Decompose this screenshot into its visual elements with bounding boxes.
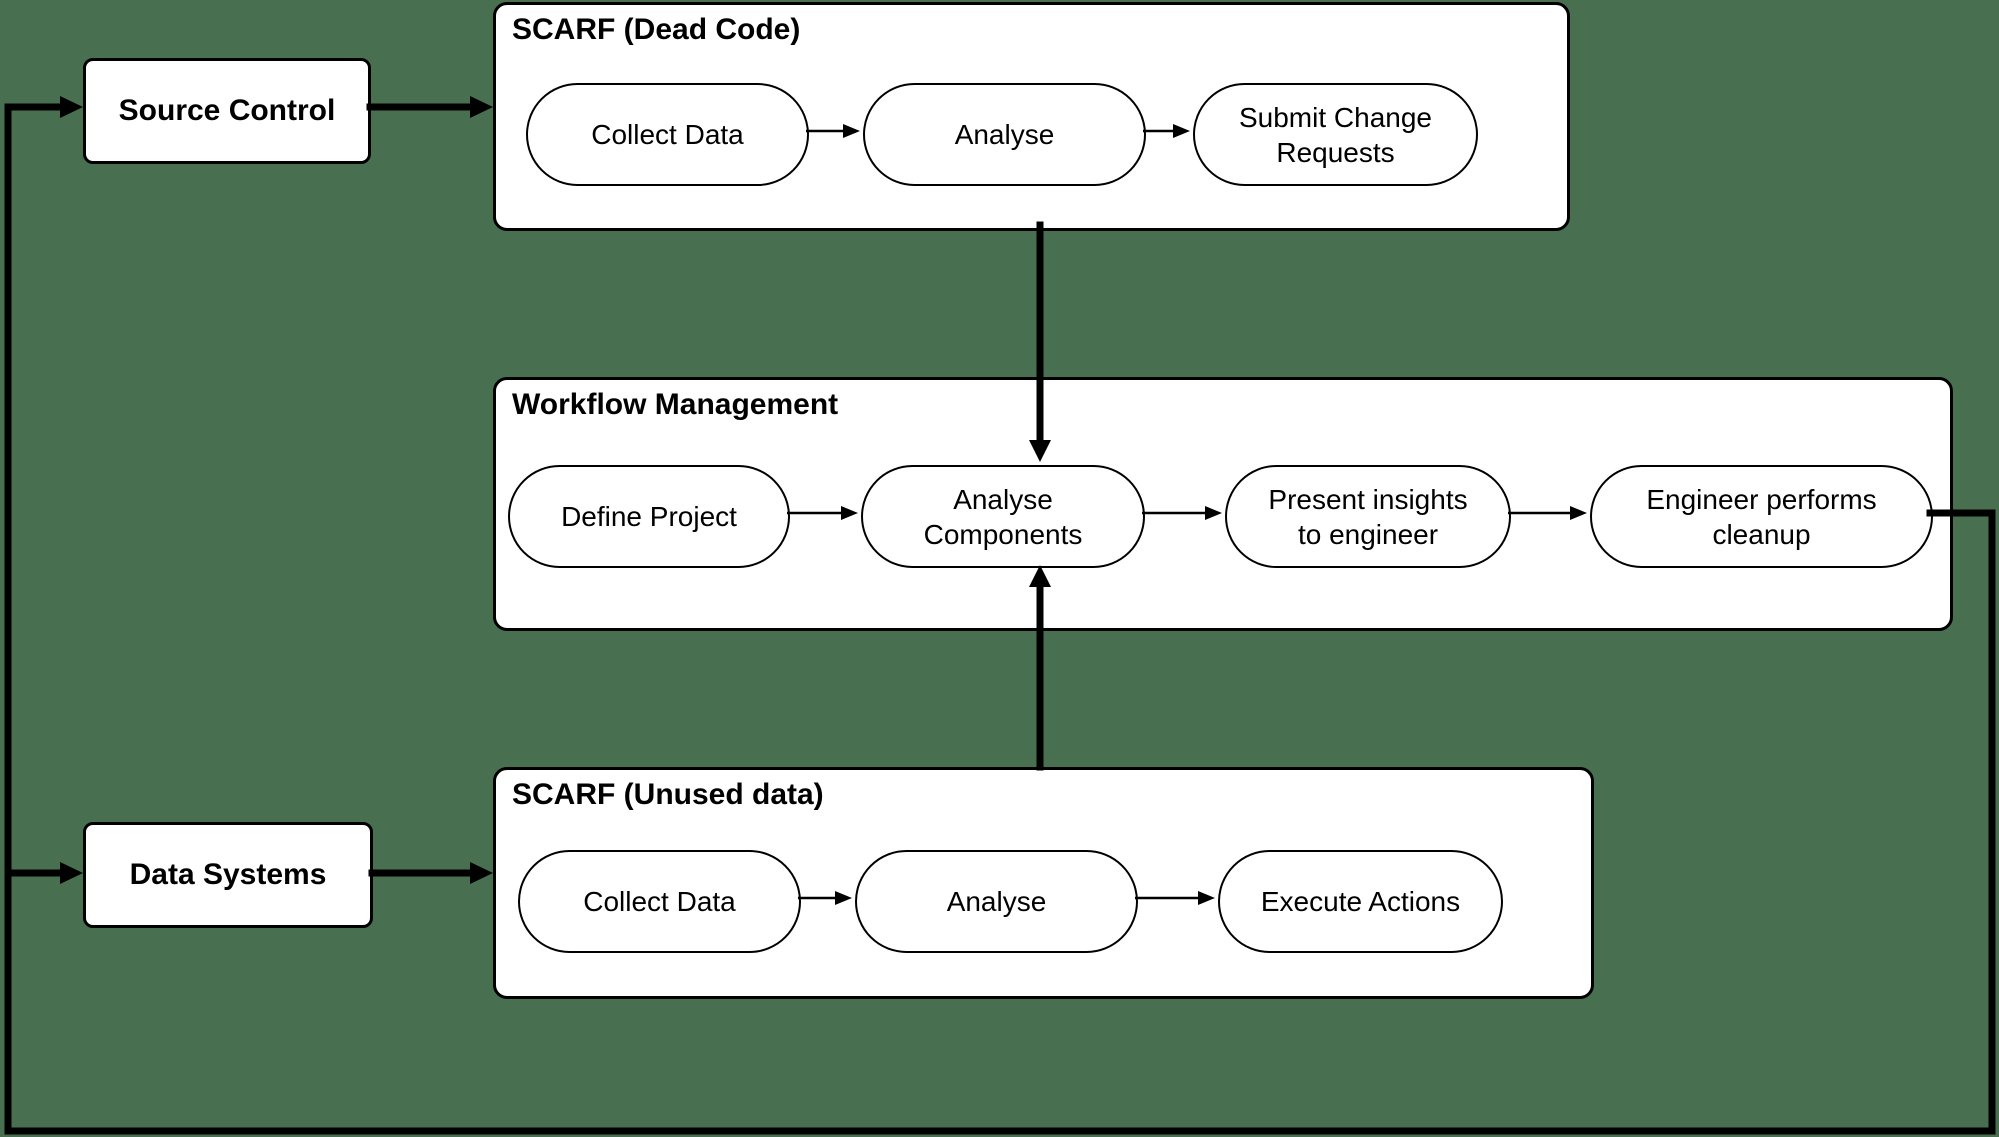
container-title: Workflow Management [512, 388, 839, 421]
arrowhead [470, 862, 493, 884]
node-label: Engineer performs cleanup [1646, 483, 1877, 550]
node-engineer-performs-cleanup: Engineer performs cleanup [1590, 465, 1933, 568]
node-label: Analyse [954, 119, 1055, 150]
node-label: Present insights to engineer [1268, 483, 1468, 550]
node-execute-actions: Execute Actions [1218, 850, 1503, 953]
node-collect-data-1: Collect Data [526, 83, 809, 186]
node-label: Submit Change Requests [1238, 101, 1432, 168]
node-label: Collect Data [591, 119, 744, 150]
arrowhead [470, 96, 493, 118]
container-workflow-management: Workflow Management Define Project Analy… [493, 377, 1979, 657]
node-label: Execute Actions [1260, 886, 1461, 917]
arrowhead-into-data-systems [60, 862, 83, 884]
container-title: SCARF (Dead Code) [512, 13, 801, 46]
node-label: Analyse Components [923, 483, 1083, 550]
node-label: Data Systems [129, 858, 327, 891]
node-label: Analyse [946, 886, 1047, 917]
container-scarf-dead-code: SCARF (Dead Code) Collect Data Analyse S… [493, 2, 1596, 257]
node-define-project: Define Project [508, 465, 790, 568]
node-data-systems: Data Systems [83, 822, 391, 946]
node-label: Define Project [561, 501, 737, 532]
node-analyse-1: Analyse [863, 83, 1146, 186]
node-source-control: Source Control [83, 58, 389, 182]
node-collect-data-2: Collect Data [518, 850, 801, 953]
node-submit-change-requests: Submit Change Requests [1193, 83, 1478, 186]
arrowhead-into-source-control [60, 96, 83, 118]
container-scarf-unused-data: SCARF (Unused data) Collect Data Analyse… [493, 767, 1620, 1025]
node-present-insights: Present insights to engineer [1225, 465, 1511, 568]
node-analyse-2: Analyse [855, 850, 1138, 953]
container-title: SCARF (Unused data) [512, 778, 824, 811]
node-label: Source Control [118, 94, 336, 127]
node-analyse-components: Analyse Components [861, 465, 1145, 568]
node-label: Collect Data [583, 886, 736, 917]
